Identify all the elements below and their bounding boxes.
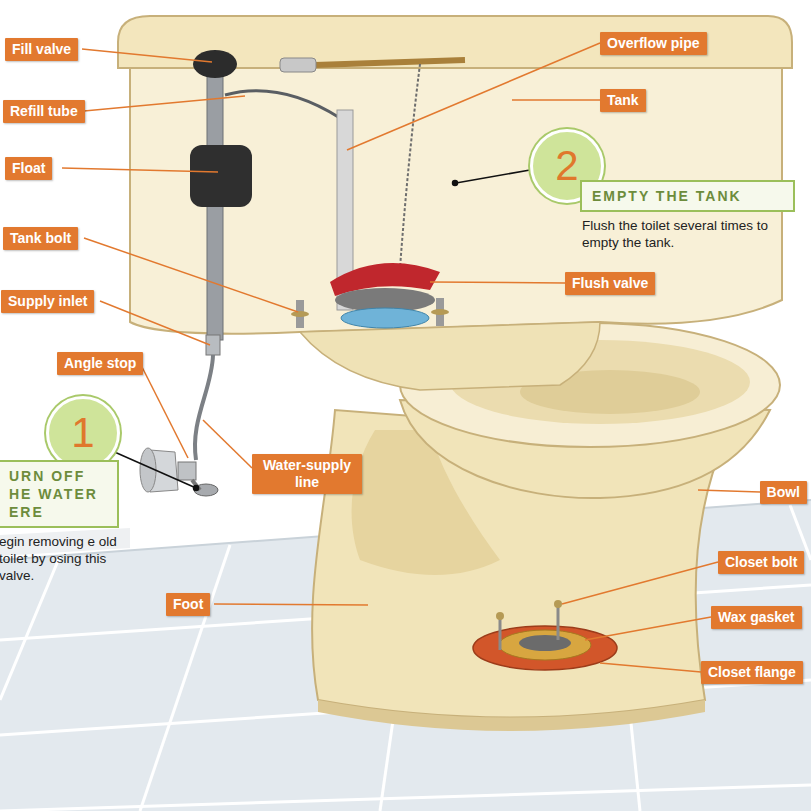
part-label: Closet bolt bbox=[718, 551, 804, 574]
part-label: Fill valve bbox=[5, 38, 78, 61]
leader-lines bbox=[62, 43, 760, 672]
part-label: Overflow pipe bbox=[600, 32, 707, 55]
step-heading: URN OFF HE WATER ERE bbox=[0, 460, 119, 528]
part-name: Fill valve bbox=[12, 41, 71, 58]
part-name: Supply inlet bbox=[8, 293, 87, 310]
part-label: Tank bbox=[600, 89, 646, 112]
step-box: EMPTY THE TANKFlush the toilet several t… bbox=[580, 180, 795, 251]
part-name: Tank bolt bbox=[10, 230, 71, 247]
part-name: Flush valve bbox=[572, 275, 648, 292]
part-label: Foot bbox=[166, 593, 210, 616]
water-supply bbox=[140, 335, 220, 496]
callout-number: 2 bbox=[555, 145, 578, 187]
callout-number: 1 bbox=[71, 412, 94, 454]
step-body: egin removing e old toilet by osing this… bbox=[0, 528, 119, 584]
tank-internals bbox=[190, 50, 465, 340]
part-name: Float bbox=[12, 160, 45, 177]
part-label: Bowl bbox=[760, 481, 807, 504]
part-label: Wax gasket bbox=[711, 606, 802, 629]
part-label: Float bbox=[5, 157, 52, 180]
part-name: Bowl bbox=[767, 484, 800, 501]
part-name: Angle stop bbox=[64, 355, 136, 372]
step-body: Flush the toilet several times to empty … bbox=[580, 212, 795, 251]
part-name: Foot bbox=[173, 596, 203, 613]
part-name: Overflow pipe bbox=[607, 35, 700, 52]
step-number-circle: 1 bbox=[46, 396, 120, 470]
wax-gasket-flange bbox=[473, 600, 617, 670]
step-box: URN OFF HE WATER EREegin removing e old … bbox=[0, 460, 119, 584]
part-name: Closet bolt bbox=[725, 554, 797, 571]
part-label: Closet flange bbox=[701, 661, 803, 684]
step-heading: EMPTY THE TANK bbox=[580, 180, 795, 212]
part-name: Wax gasket bbox=[718, 609, 795, 626]
part-name: Refill tube bbox=[10, 103, 78, 120]
part-name: Closet flange bbox=[708, 664, 796, 681]
part-label: Refill tube bbox=[3, 100, 85, 123]
part-label: Tank bolt bbox=[3, 227, 78, 250]
part-label: Angle stop bbox=[57, 352, 143, 375]
part-name: Water-supply line bbox=[259, 457, 355, 491]
part-label: Water-supply line bbox=[252, 454, 362, 494]
part-name: Tank bbox=[607, 92, 639, 109]
part-label: Flush valve bbox=[565, 272, 655, 295]
part-label: Supply inlet bbox=[1, 290, 94, 313]
callout-lines bbox=[110, 170, 530, 491]
